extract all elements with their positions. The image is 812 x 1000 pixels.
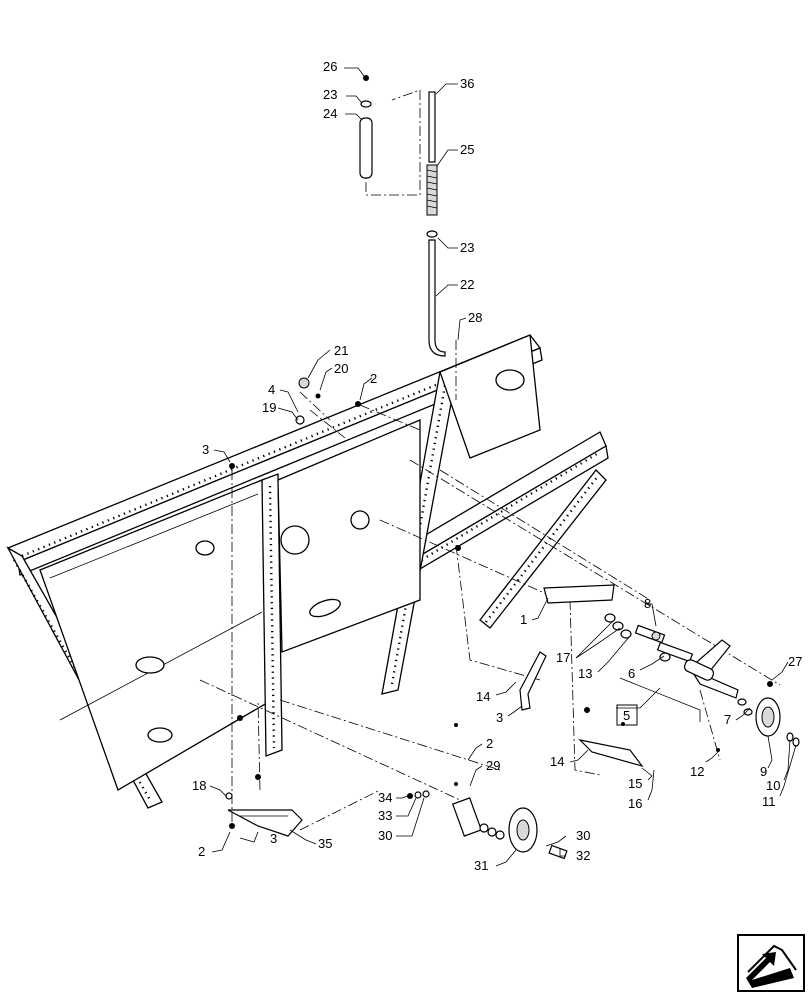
callout-36: 36 <box>460 76 474 91</box>
callout-5: 5 <box>623 708 630 723</box>
callout-12: 12 <box>690 764 704 779</box>
callout-8: 8 <box>644 596 651 611</box>
arrow-icon[interactable] <box>737 934 805 992</box>
callout-35: 35 <box>318 836 332 851</box>
callout-31: 31 <box>474 858 488 873</box>
right-pulley-group <box>543 584 800 747</box>
callout-13: 13 <box>578 666 592 681</box>
callout-labels: 26 23 24 36 25 23 22 28 21 20 2 4 19 3 1… <box>192 59 802 873</box>
callout-3: 3 <box>270 831 277 846</box>
callout-16: 16 <box>628 796 642 811</box>
bracket-14-upper <box>519 651 547 711</box>
callout-29: 29 <box>486 758 500 773</box>
callout-14: 14 <box>550 754 564 769</box>
callout-18: 18 <box>192 778 206 793</box>
callout-9: 9 <box>760 764 767 779</box>
callout-30: 30 <box>378 828 392 843</box>
callout-28: 28 <box>468 310 482 325</box>
callout-3: 3 <box>202 442 209 457</box>
part-35-plate <box>227 809 303 837</box>
callout-23: 23 <box>460 240 474 255</box>
callout-20: 20 <box>334 361 348 376</box>
callout-2: 2 <box>370 371 377 386</box>
callout-17: 17 <box>556 650 570 665</box>
callout-10: 10 <box>766 778 780 793</box>
callout-21: 21 <box>334 343 348 358</box>
callout-2: 2 <box>198 844 205 859</box>
callout-leaders <box>209 67 797 867</box>
spring-rod-assembly <box>359 75 446 357</box>
callout-26: 26 <box>323 59 337 74</box>
bracket-14-lower <box>578 739 644 768</box>
callout-6: 6 <box>628 666 635 681</box>
hardware <box>225 377 773 829</box>
callout-34: 34 <box>378 790 392 805</box>
callout-32: 32 <box>576 848 590 863</box>
callout-15: 15 <box>628 776 642 791</box>
callout-14: 14 <box>476 689 490 704</box>
callout-27: 27 <box>788 654 802 669</box>
callout-19: 19 <box>262 400 276 415</box>
lower-pulley-group <box>451 782 568 860</box>
main-frame <box>6 334 609 809</box>
callout-4: 4 <box>268 382 275 397</box>
callout-23: 23 <box>323 87 337 102</box>
callout-22: 22 <box>460 277 474 292</box>
callout-11: 11 <box>762 794 776 809</box>
callout-5-box <box>616 704 638 726</box>
callout-24: 24 <box>323 106 337 121</box>
callout-3: 3 <box>496 710 503 725</box>
callout-7: 7 <box>724 712 731 727</box>
callout-25: 25 <box>460 142 474 157</box>
callout-2: 2 <box>486 736 493 751</box>
callout-33: 33 <box>378 808 392 823</box>
callout-1: 1 <box>520 612 527 627</box>
callout-30: 30 <box>576 828 590 843</box>
